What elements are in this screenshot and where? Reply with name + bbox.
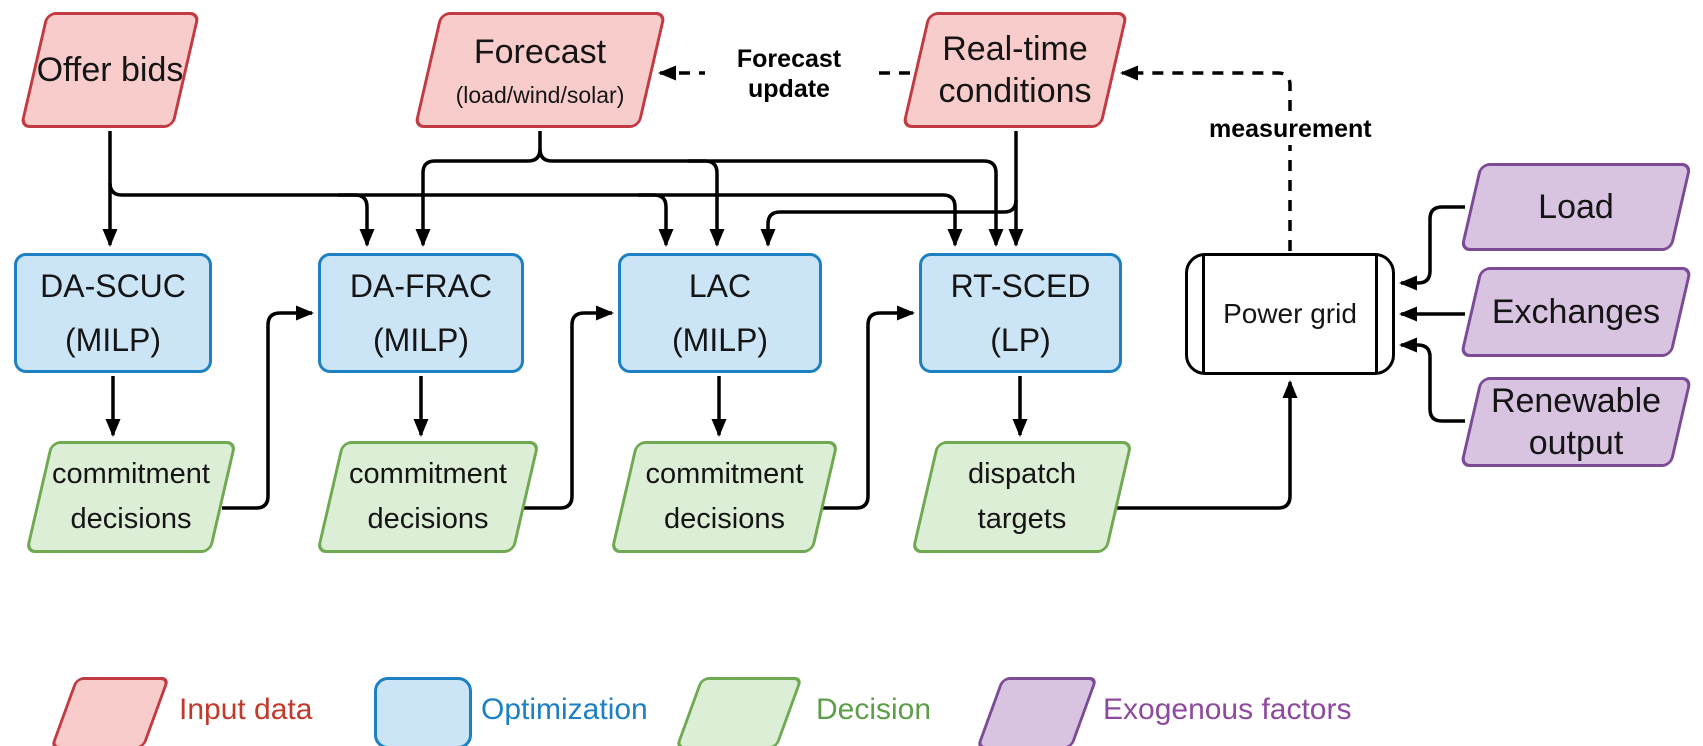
edge-forecast-to-dafrac — [415, 131, 542, 247]
da-scuc-line1: DA-SCUC — [40, 267, 186, 304]
edge-offerbids-to-lac — [638, 193, 674, 247]
da-scuc-shape — [14, 253, 212, 373]
power-grid-right-bar — [1375, 256, 1378, 372]
node-renewable-output: Renewable output — [1459, 377, 1693, 467]
da-frac-line2: (MILP) — [373, 322, 469, 358]
realtime-line1: Real-time — [942, 29, 1088, 68]
rt-sced-shape — [919, 253, 1122, 373]
edge-measurement-dashed — [1120, 65, 1292, 251]
offer-bids-label: Offer bids — [36, 50, 184, 89]
lac-shape — [618, 253, 822, 373]
edge-renewable-to-powergrid — [1399, 337, 1465, 423]
legend-exogenous-label: Exogenous factors — [1103, 693, 1352, 726]
node-realtime-conditions: Real-time conditions — [901, 12, 1129, 128]
node-forecast: Forecast (load/wind/solar) — [413, 12, 667, 128]
forecast-update-line1: Forecast — [736, 45, 842, 73]
node-da-scuc: DA-SCUC (MILP) — [14, 253, 212, 373]
legend-optimization-label: Optimization — [481, 693, 648, 726]
forecast-update-label: Forecast update — [705, 43, 873, 105]
legend-input-data-label: Input data — [179, 693, 313, 726]
dispatch-targets-line2: targets — [977, 503, 1067, 535]
power-grid-shape — [1185, 253, 1395, 375]
edge-forecast-branch-to-rtsced — [538, 148, 1004, 247]
forecast-title: Forecast — [473, 32, 607, 71]
node-da-frac: DA-FRAC (MILP) — [318, 253, 524, 373]
commitment2-line2: decisions — [367, 503, 489, 535]
commitment1-line1: commitment — [52, 458, 210, 491]
lac-line2: (MILP) — [672, 322, 768, 358]
edge-offerbids-branch-to-rtsced — [108, 182, 963, 247]
legend-decision-label: Decision — [816, 693, 932, 726]
commitment3-line1: commitment — [645, 458, 804, 491]
edge-forecast-to-lac — [688, 159, 725, 247]
legend-optimization-shape — [374, 677, 472, 746]
lac-line1: LAC — [688, 267, 752, 304]
load-label: Load — [1538, 187, 1614, 226]
node-exchanges: Exchanges — [1459, 267, 1693, 357]
node-commitment-decisions-1: commitment decisions — [25, 441, 237, 553]
node-dispatch-targets: dispatch targets — [911, 441, 1133, 553]
forecast-subtitle: (load/wind/solar) — [455, 82, 625, 109]
commitment1-line2: decisions — [70, 503, 192, 535]
node-commitment-decisions-3: commitment decisions — [610, 441, 839, 553]
forecast-update-line2: update — [748, 75, 830, 103]
edge-commitment3-to-rtsced — [823, 305, 915, 510]
edge-commitment1-to-dafrac — [222, 305, 314, 510]
power-grid-left-bar — [1202, 256, 1205, 372]
measurement-label: measurement — [1203, 113, 1378, 145]
node-power-grid: Power grid — [1185, 253, 1395, 375]
renewable-line1: Renewable — [1490, 381, 1662, 420]
node-commitment-decisions-2: commitment decisions — [316, 441, 540, 553]
rt-sced-line1: RT-SCED — [950, 267, 1091, 304]
node-load: Load — [1459, 163, 1693, 251]
edge-dispatch-to-powergrid — [1117, 380, 1298, 510]
exchanges-label: Exchanges — [1491, 292, 1661, 331]
edge-realtime-to-lac — [760, 199, 1018, 247]
commitment3-line2: decisions — [664, 503, 785, 535]
da-scuc-line2: (MILP) — [65, 322, 161, 358]
edge-load-to-powergrid — [1399, 205, 1465, 291]
power-grid-label: Power grid — [1223, 298, 1357, 329]
rt-sced-line2: (LP) — [990, 322, 1051, 358]
commitment2-line1: commitment — [349, 458, 507, 491]
renewable-line2: output — [1528, 424, 1624, 462]
node-rt-sced: RT-SCED (LP) — [919, 253, 1122, 373]
node-offer-bids: Offer bids — [19, 12, 201, 128]
node-lac: LAC (MILP) — [618, 253, 822, 373]
edge-commitment2-to-lac — [524, 305, 614, 510]
da-frac-line1: DA-FRAC — [349, 267, 493, 304]
edge-offerbids-to-dafrac — [338, 193, 375, 247]
realtime-line2: conditions — [938, 72, 1092, 110]
dispatch-targets-line1: dispatch — [967, 458, 1076, 491]
da-frac-shape — [318, 253, 524, 373]
